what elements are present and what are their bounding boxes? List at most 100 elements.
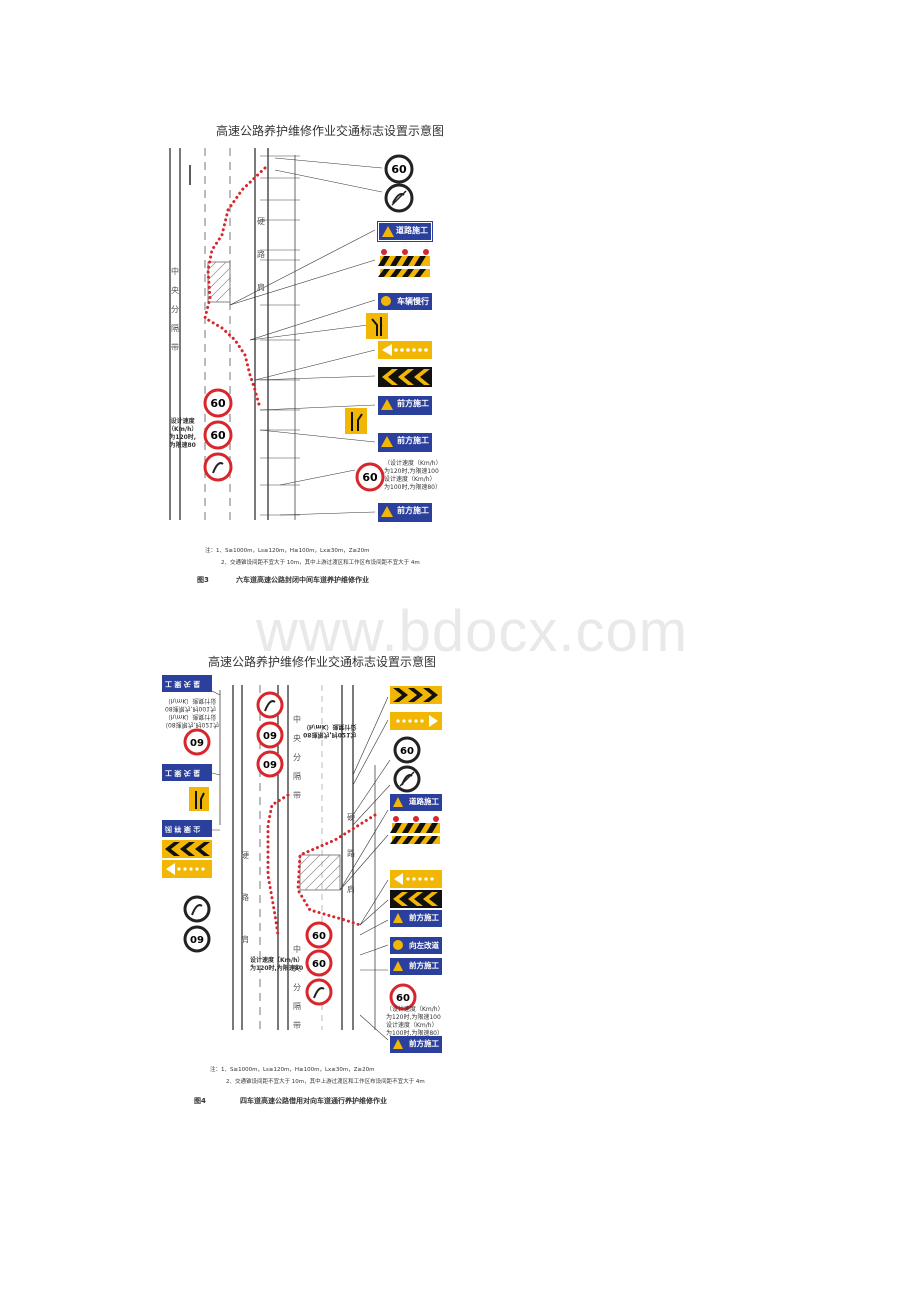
median-char: 央 [293, 734, 301, 743]
speed-limit-60-sign: 60 [305, 949, 333, 977]
speed-value: 60 [362, 471, 378, 484]
fig3-median-label: 中 央 分 隔 带 [170, 262, 180, 357]
shoulder-char: 路 [241, 893, 249, 902]
design-speed-note: 设计速度（Km/h） 为120时,为限速80 [250, 957, 303, 973]
median-char: 中 [171, 267, 179, 276]
median-char: 带 [293, 1021, 301, 1030]
figure3-note-1: 注：1、S≥1000m，Ls≥120m，H≥100m，Lx≥30m，Z≥20m [205, 548, 370, 554]
note-line: （08速限为,时021为 [162, 721, 219, 728]
figure4-caption: 四车道高速公路借用对向车道通行养护维修作业 [240, 1097, 387, 1105]
note-line: （设计速度（Km/h） [386, 1006, 444, 1013]
warning-icon [381, 296, 391, 306]
sign-label: 前方施工 [409, 913, 439, 922]
no-overtaking-sign-icon [203, 452, 233, 482]
warning-triangle-icon [393, 913, 403, 923]
warning-triangle-icon [393, 1039, 403, 1049]
warning-triangle-icon [381, 506, 393, 517]
sign-label: 前方施工 [409, 961, 439, 970]
speed-limit-60-sign: 60 [355, 462, 385, 492]
speed-value: 60 [312, 959, 326, 970]
figure4-title: 高速公路养护维修作业交通标志设置示意图 [208, 655, 437, 669]
chevron-left-board-icon [378, 367, 432, 387]
speed-limit-09-sign: 09 [183, 728, 211, 756]
median-char: 央 [293, 964, 301, 973]
note-line: （设计速度（Km/h） [384, 460, 442, 467]
note-line: 为100时,为限速80） [384, 484, 441, 491]
watermark: www.bdocx.com [256, 599, 689, 664]
speed-value: 09 [263, 731, 277, 742]
fig4-shoulder-label: 硬 路 肩 [346, 800, 356, 908]
note-line: 08速限为,时001为 [165, 705, 216, 712]
turn-left-sign: 向左改道 [390, 937, 442, 954]
barricade-icon [390, 816, 440, 844]
sign-label: 前方施工 [409, 1039, 439, 1048]
warning-triangle-icon [381, 436, 393, 447]
median-char: 分 [171, 305, 179, 314]
road-work-sign: 道路施工 [390, 794, 442, 811]
speed-value: 60 [396, 993, 410, 1004]
median-char: 带 [293, 791, 301, 800]
left-arrow-board-icon [378, 341, 432, 359]
median-char: 隔 [293, 1002, 301, 1011]
warning-triangle-icon [381, 399, 393, 410]
median-char: 央 [171, 286, 179, 295]
note-line: （Km/h） [168, 426, 198, 433]
sign-label: 向左改道 [409, 941, 439, 950]
speed-value: 09 [190, 935, 204, 946]
fig4-shoulder-label-left: 硬 路 肩 [240, 835, 250, 961]
speed-value: 60 [210, 429, 226, 442]
note-line: 设计速度 [170, 418, 195, 425]
median-char: 中 [293, 715, 301, 724]
figure3-title: 高速公路养护维修作业交通标志设置示意图 [216, 124, 445, 138]
lane-merge-sign-icon [366, 313, 388, 339]
note-line: （h/mK）速度计设 [164, 697, 217, 704]
figure4-note-2: 2、交通锥设间距不宜大于 10m，其中上游过渡区和工作区布设间距不宜大于 4m [226, 1079, 425, 1085]
lane-merge-sign-icon [345, 408, 367, 434]
ahead-work-sign: 前方施工 [378, 503, 432, 522]
sign-label: 工 案 矢 星 [165, 680, 201, 688]
speed-value: 60 [391, 163, 407, 176]
median-char: 隔 [293, 772, 301, 781]
shoulder-char: 硬 [241, 851, 249, 860]
speed-limit-60-sign: 60 [389, 983, 417, 1011]
note-line: 为100时,为限速80） [386, 1030, 443, 1037]
note-line: 设计速度（Km/h） [384, 476, 436, 483]
work-zone-sign-mirrored: 工 案 矢 星 [162, 764, 212, 781]
shoulder-char: 路 [257, 250, 265, 259]
design-speed-note: （设计速度（Km/h） 为120时,为限速100 设计速度（Km/h） 为100… [384, 460, 442, 492]
sign-label: 工 案 矢 星 [165, 769, 201, 777]
note-line: （h/mK）速度计设 [164, 713, 217, 720]
median-char: 带 [171, 343, 179, 352]
figure4-note-1: 注：1、S≥1000m，Ls≥120m，H≥100m，Lx≥30m，Z≥20m [210, 1067, 375, 1073]
chevron-right-board-icon [390, 686, 442, 704]
note-line: 设计速度（Km/h） [250, 957, 304, 964]
shoulder-char: 路 [347, 849, 355, 858]
sign-label: 前方施工 [397, 506, 429, 515]
sign-label: 车辆慢行 [397, 297, 429, 306]
ahead-work-sign: 前方施工 [390, 958, 442, 975]
shoulder-char: 硬 [257, 217, 265, 226]
warning-triangle-icon [393, 797, 403, 807]
speed-value: 60 [400, 746, 414, 757]
note-line: 为限速80 [169, 442, 196, 449]
sign-label: 闭 样 案 尘 [165, 825, 201, 833]
figure3-note-2: 2、交通锥设间距不宜大于 10m，其中上游过渡区和工作区布设间距不宜大于 4m [221, 560, 420, 566]
speed-value: 09 [190, 738, 204, 749]
end-restriction-sign-icon [384, 183, 414, 213]
fig4-median-label-lower: 中 央 分 隔 带 [292, 940, 302, 1035]
median-char: 隔 [171, 324, 179, 333]
speed-limit-60-sign: 60 [384, 154, 414, 184]
speed-limit-60-sign: 60 [203, 388, 233, 418]
median-char: 分 [293, 983, 301, 992]
mirrored-note: 08速限为,时021为 （h/mK）速度计设 [303, 722, 356, 738]
fig4-median-label: 中 央 分 隔 带 [292, 710, 302, 805]
speed-value: 60 [210, 397, 226, 410]
sign-label: 前方施工 [397, 436, 429, 445]
figure4-number: 图4 [194, 1097, 206, 1105]
speed-limit-60-sign: 60 [203, 420, 233, 450]
sign-label: 道路施工 [396, 226, 428, 235]
speed-limit-09-sign: 09 [256, 750, 284, 778]
no-overtaking-sign-icon [183, 895, 211, 923]
figure3-number: 图3 [197, 576, 209, 584]
speed-value: 60 [312, 931, 326, 942]
